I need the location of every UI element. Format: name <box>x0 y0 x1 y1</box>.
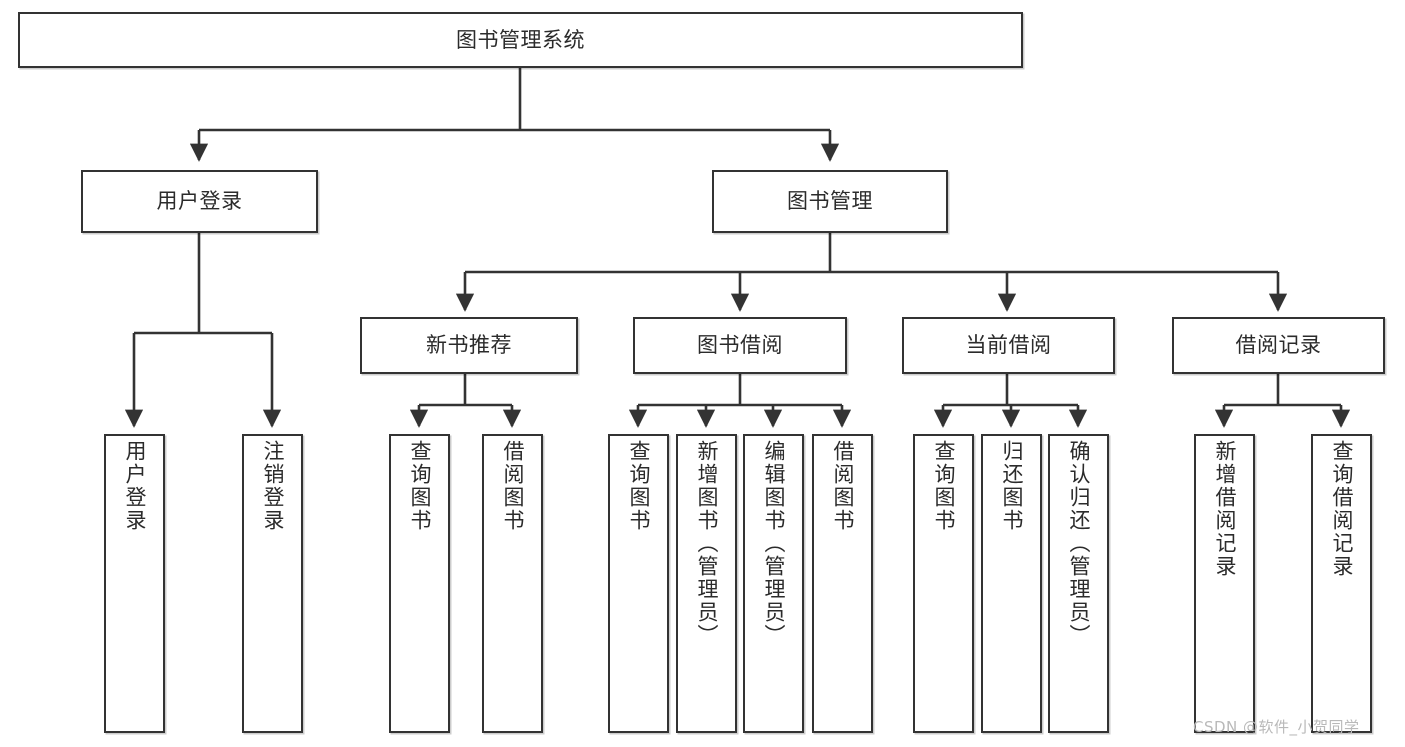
leaf-query-book-borrow[interactable]: 查询图书 <box>608 434 669 733</box>
leaf-borrow-book-newbook[interactable]: 借阅图书 <box>482 434 543 733</box>
leaf-borrow-book-newbook-label: 借阅图书 <box>500 440 525 532</box>
leaf-query-book-newbook-label: 查询图书 <box>407 440 432 532</box>
leaf-edit-book-admin[interactable]: 编辑图书（管理员） <box>743 434 804 733</box>
leaf-add-borrow-record-label: 新增借阅记录 <box>1212 440 1237 578</box>
node-book-borrow-label: 图书借阅 <box>697 333 783 358</box>
leaf-add-book-admin[interactable]: 新增图书（管理员） <box>676 434 737 733</box>
leaf-return-book[interactable]: 归还图书 <box>981 434 1042 733</box>
node-root-label: 图书管理系统 <box>456 27 585 52</box>
leaf-add-book-admin-label: 新增图书（管理员） <box>694 440 719 647</box>
watermark: CSDN @软件_小贺同学 <box>1193 718 1360 736</box>
leaf-query-book-current-label: 查询图书 <box>931 440 956 532</box>
leaf-logout[interactable]: 注销登录 <box>242 434 303 733</box>
leaf-add-borrow-record[interactable]: 新增借阅记录 <box>1194 434 1255 733</box>
node-user-login-label: 用户登录 <box>156 189 243 214</box>
node-borrow-records[interactable]: 借阅记录 <box>1172 317 1385 374</box>
node-current-borrow-label: 当前借阅 <box>965 333 1052 358</box>
node-new-book-recommend-label: 新书推荐 <box>426 333 512 358</box>
node-root[interactable]: 图书管理系统 <box>18 12 1023 68</box>
leaf-user-login[interactable]: 用户登录 <box>104 434 165 733</box>
node-current-borrow[interactable]: 当前借阅 <box>902 317 1115 374</box>
node-new-book-recommend[interactable]: 新书推荐 <box>360 317 578 374</box>
node-book-borrow[interactable]: 图书借阅 <box>633 317 847 374</box>
leaf-query-borrow-record[interactable]: 查询借阅记录 <box>1311 434 1372 733</box>
leaf-edit-book-admin-label: 编辑图书（管理员） <box>761 440 786 647</box>
leaf-borrow-book-borrow[interactable]: 借阅图书 <box>812 434 873 733</box>
node-book-management[interactable]: 图书管理 <box>712 170 948 233</box>
leaf-confirm-return-admin-label: 确认归还（管理员） <box>1066 440 1091 647</box>
leaf-query-borrow-record-label: 查询借阅记录 <box>1329 440 1354 578</box>
leaf-query-book-borrow-label: 查询图书 <box>626 440 651 532</box>
leaf-return-book-label: 归还图书 <box>999 440 1024 532</box>
leaf-query-book-newbook[interactable]: 查询图书 <box>389 434 450 733</box>
leaf-confirm-return-admin[interactable]: 确认归还（管理员） <box>1048 434 1109 733</box>
leaf-borrow-book-borrow-label: 借阅图书 <box>830 440 855 532</box>
leaf-user-login-label: 用户登录 <box>122 440 147 532</box>
node-book-management-label: 图书管理 <box>787 189 873 214</box>
node-borrow-records-label: 借阅记录 <box>1235 333 1322 358</box>
leaf-logout-label: 注销登录 <box>260 440 285 532</box>
node-user-login[interactable]: 用户登录 <box>81 170 318 233</box>
leaf-query-book-current[interactable]: 查询图书 <box>913 434 974 733</box>
